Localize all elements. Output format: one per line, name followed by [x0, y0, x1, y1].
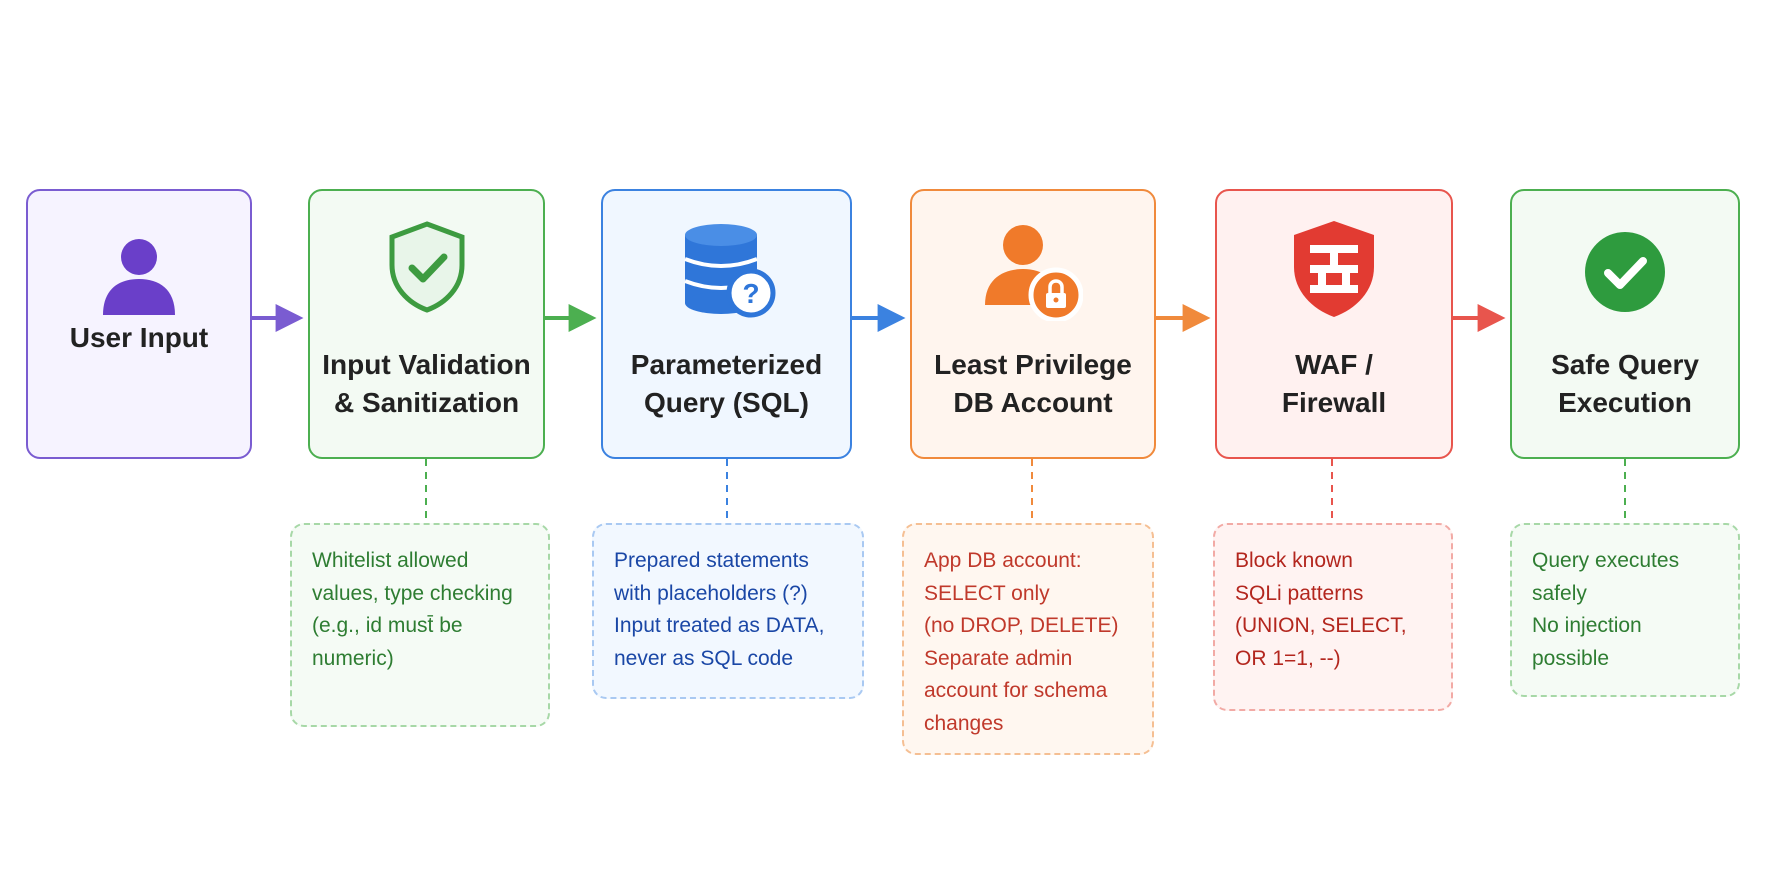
note-line: App DB account:	[924, 549, 1082, 572]
database-question-icon: ?	[683, 224, 775, 318]
step-label-line: DB Account	[953, 387, 1113, 418]
note-line: changes	[924, 711, 1004, 735]
note-line: (UNION, SELECT,	[1235, 614, 1407, 637]
note-line: No injection	[1532, 614, 1642, 637]
step-label-line: Least Privilege	[934, 349, 1132, 380]
note-line: Input treated as DATA,	[614, 614, 825, 637]
note-least-privilege: App DB account: SELECT only (no DROP, DE…	[902, 523, 1154, 755]
note-line: SQLi patterns	[1235, 581, 1364, 605]
question-mark-glyph: ?	[742, 278, 759, 309]
note-line: Whitelist allowed	[312, 549, 469, 572]
step-label-line: Execution	[1558, 387, 1692, 418]
note-line: account for schema	[924, 679, 1108, 702]
step-least-privilege: Least Privilege DB Account	[910, 189, 1156, 459]
note-line: (no DROP, DELETE)	[924, 614, 1119, 637]
note-line: Separate admin	[924, 646, 1073, 670]
note-line: with placeholders (?)	[614, 581, 808, 605]
step-user-input-label: User Input	[28, 319, 250, 357]
step-label-line: Firewall	[1281, 387, 1387, 418]
check-circle-icon	[1585, 232, 1665, 312]
note-line: OR 1=1, --)	[1235, 646, 1341, 670]
step-input-validation-label: Input Validation & Sanitization	[310, 346, 543, 422]
step-input-validation: Input Validation & Sanitization	[308, 189, 545, 459]
note-line: Block known	[1235, 549, 1353, 572]
note-line: never as SQL code	[614, 646, 793, 670]
step-safe-execution: Safe Query Execution	[1510, 189, 1740, 459]
note-line: possible	[1532, 646, 1610, 670]
step-parameterized-query-label: Parameterized Query (SQL)	[603, 346, 850, 422]
note-line: (e.g., id must̄ be	[312, 614, 463, 637]
step-label-line: User Input	[69, 322, 209, 353]
note-input-validation: Whitelist allowed values, type checking …	[290, 523, 550, 727]
note-waf-firewall: Block known SQLi patterns (UNION, SELECT…	[1213, 523, 1453, 711]
step-safe-execution-label: Safe Query Execution	[1512, 346, 1738, 422]
note-line: values, type checking	[312, 581, 513, 605]
step-parameterized-query: ? Parameterized Query (SQL)	[601, 189, 852, 459]
step-label-line: Query (SQL)	[644, 387, 809, 418]
step-label-line: Input Validation	[322, 349, 531, 380]
step-user-input: User Input	[26, 189, 252, 459]
note-line: numeric)	[312, 646, 394, 670]
step-label-line: & Sanitization	[333, 387, 520, 418]
note-line: safely	[1532, 581, 1587, 605]
note-safe-execution: Query executes safely No injection possi…	[1510, 523, 1740, 697]
note-parameterized-query: Prepared statements with placeholders (?…	[592, 523, 864, 699]
note-line: Prepared statements	[614, 549, 809, 572]
user-lock-icon	[985, 225, 1083, 321]
step-least-privilege-label: Least Privilege DB Account	[912, 346, 1154, 422]
step-label-line: Parameterized	[630, 349, 823, 380]
step-label-line: WAF /	[1295, 349, 1373, 380]
step-waf-firewall: WAF / Firewall	[1215, 189, 1453, 459]
firewall-shield-icon	[1294, 221, 1374, 317]
user-icon	[103, 239, 175, 315]
note-line: SELECT only	[924, 581, 1050, 605]
note-line: Query executes	[1532, 549, 1680, 572]
step-label-line: Safe Query	[1551, 349, 1699, 380]
step-waf-firewall-label: WAF / Firewall	[1217, 346, 1451, 422]
shield-check-icon	[389, 221, 464, 313]
